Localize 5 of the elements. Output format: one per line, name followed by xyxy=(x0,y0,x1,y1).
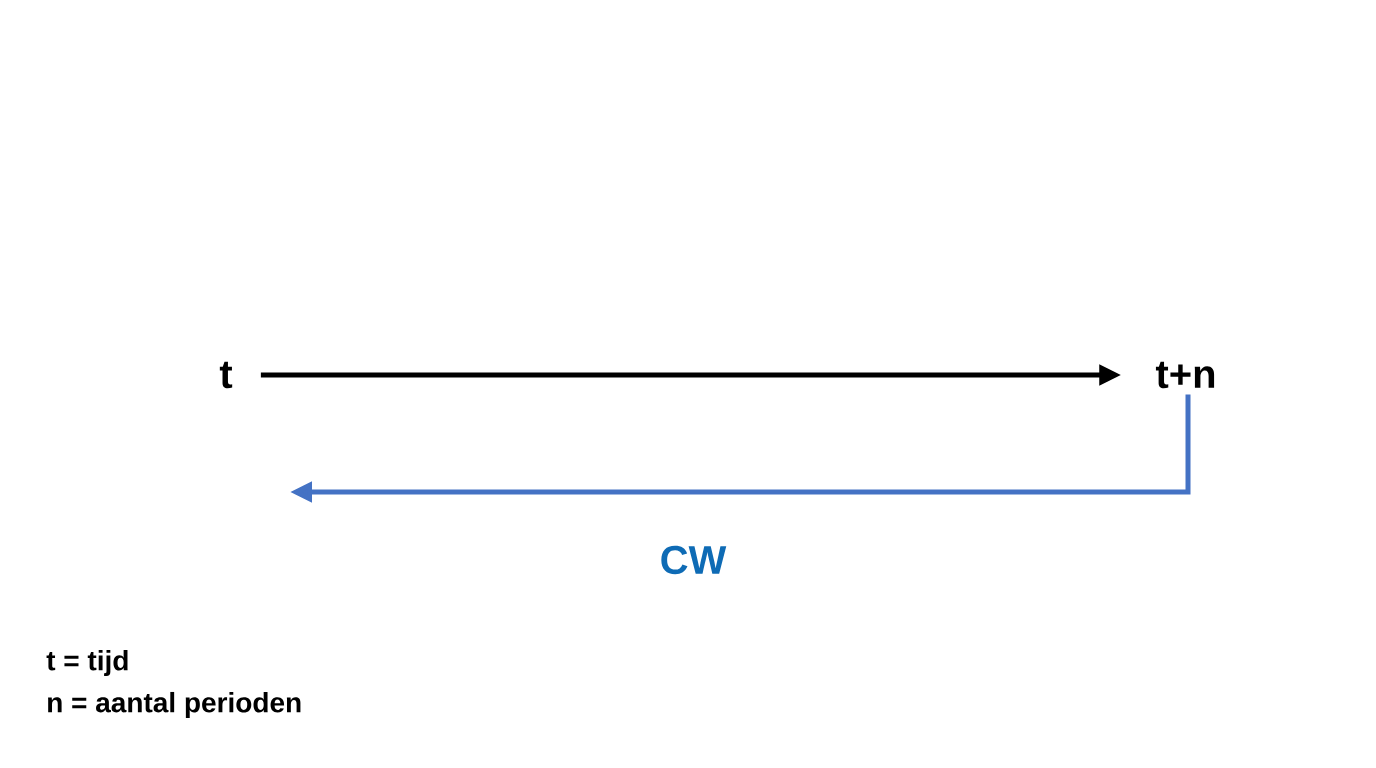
legend-note: t = tijd xyxy=(46,649,128,677)
time-label: t+n xyxy=(1155,361,1215,389)
edge-label: CW xyxy=(657,543,729,577)
legend-note: n = aantal perioden xyxy=(48,691,301,719)
time-label: t xyxy=(219,361,233,389)
